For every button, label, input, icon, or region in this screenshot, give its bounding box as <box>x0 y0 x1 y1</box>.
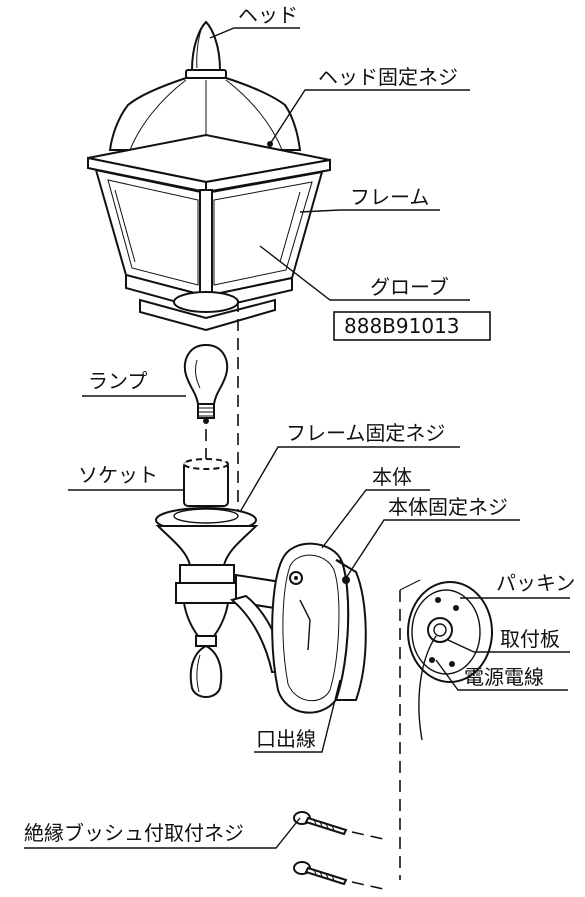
label-socket: ソケット <box>78 463 158 487</box>
label-part-number: 888B91013 <box>344 314 460 338</box>
leader-lines <box>24 27 570 849</box>
label-frame: フレーム <box>350 185 429 209</box>
lantern-body <box>155 507 259 698</box>
label-lamp: ランプ <box>88 369 147 393</box>
label-outlet: 口出線 <box>256 727 316 751</box>
label-insulated-screw: 絶縁ブッシュ付取付ネジ <box>24 821 244 845</box>
label-head: ヘッド <box>238 3 298 27</box>
label-power-cable: 電源電線 <box>464 665 544 689</box>
insulated-screw-bottom <box>293 861 348 886</box>
wall-backplate <box>271 542 367 714</box>
label-packing: パッキン <box>496 571 575 595</box>
insulated-screw-top <box>293 811 348 836</box>
label-body-screw: 本体固定ネジ <box>388 495 508 519</box>
mounting-plate-assembly <box>407 581 493 741</box>
label-globe: グローブ <box>370 275 449 299</box>
part-number-box <box>333 311 491 341</box>
lantern-roof <box>87 77 331 194</box>
socket <box>183 458 229 507</box>
label-frame-screw: フレーム固定ネジ <box>286 421 445 445</box>
label-mount-plate: 取付板 <box>500 627 560 651</box>
label-body: 本体 <box>372 465 412 489</box>
label-head-screw: ヘッド固定ネジ <box>318 65 458 89</box>
head-finial <box>185 20 227 79</box>
lantern-frame <box>94 168 324 332</box>
lamp-bulb <box>183 343 229 424</box>
